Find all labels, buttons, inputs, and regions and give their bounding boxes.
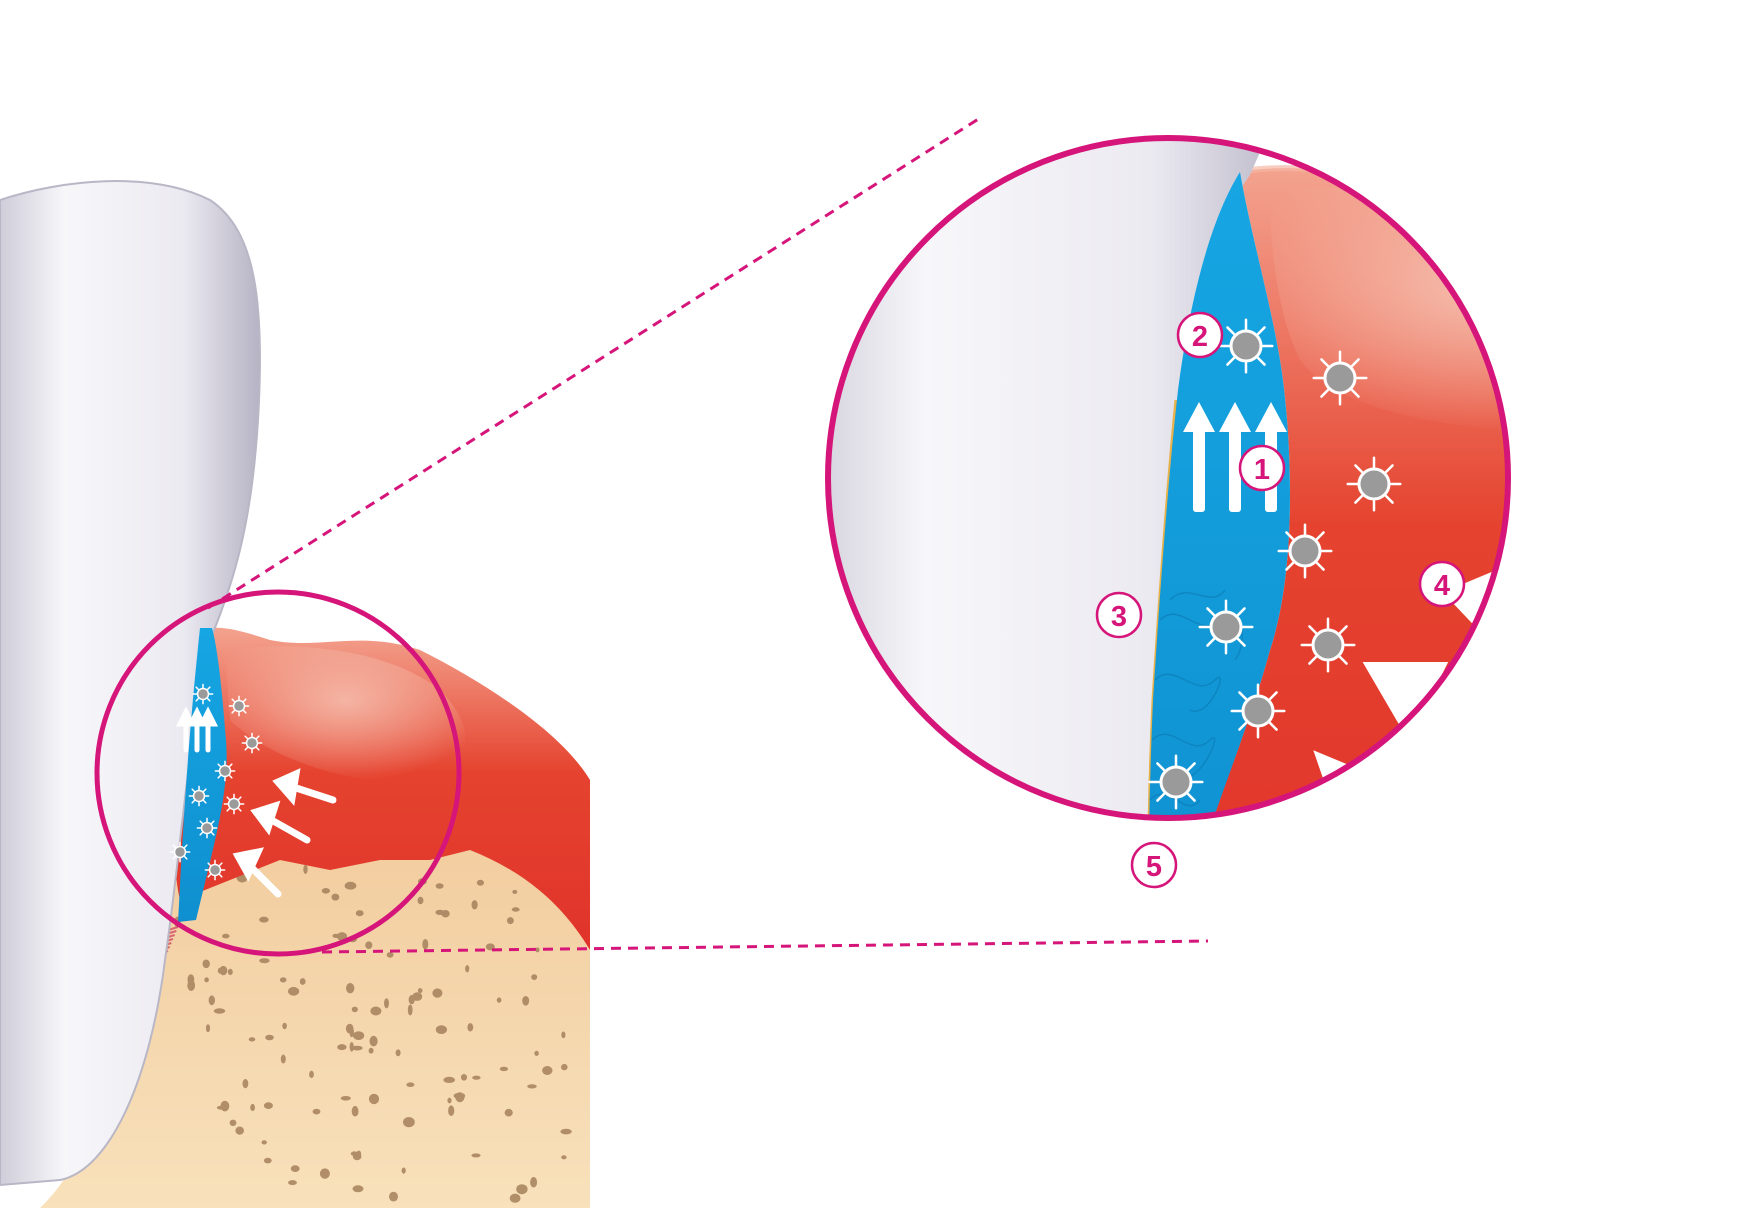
small-fluid-arrows [180, 712, 214, 750]
bacteria-icon [215, 761, 234, 780]
zoom-bone-pores [1321, 822, 1517, 932]
svg-text:2: 2 [1192, 321, 1208, 353]
bacteria-icon [1348, 458, 1401, 511]
callout-3: 3 [1097, 593, 1141, 637]
bacteria-icon [197, 818, 216, 837]
svg-text:3: 3 [1111, 601, 1127, 633]
svg-text:5: 5 [1146, 851, 1162, 883]
svg-text:4: 4 [1434, 570, 1450, 602]
zoomed-view: 1 2 3 4 5 [800, 10, 1720, 1000]
callout-4: 4 [1420, 562, 1464, 606]
overview-illustration [0, 181, 590, 1208]
bacteria-icon [1200, 601, 1253, 654]
callout-2: 2 [1178, 313, 1222, 357]
bacteria-icon [1150, 756, 1203, 809]
zoom-bone [1200, 798, 1560, 1000]
bacteria-icon [1232, 685, 1285, 738]
bacteria-icon [189, 786, 208, 805]
callout-1: 1 [1240, 446, 1284, 490]
bacteria-icon [193, 684, 212, 703]
bacteria-icon [1302, 619, 1355, 672]
bacteria-icon [205, 860, 224, 879]
bacteria-icon [1279, 525, 1332, 578]
bacteria-icon [1220, 320, 1273, 373]
svg-text:1: 1 [1254, 454, 1270, 486]
bacteria-icon [170, 842, 189, 861]
bacteria-icon [229, 696, 248, 715]
callout-5: 5 [1132, 843, 1176, 887]
bacteria-icon [242, 733, 261, 752]
bacteria-icon [224, 794, 243, 813]
bacteria-icon [1314, 352, 1367, 405]
